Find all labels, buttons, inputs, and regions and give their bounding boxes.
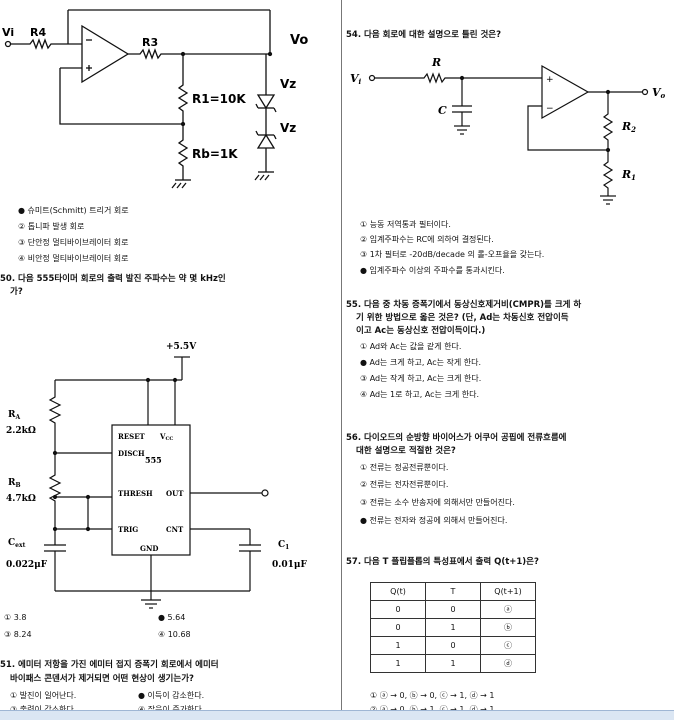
q51-title: 51. 에미터 저항을 가진 에미터 접지 증폭기 회로에서 에미터	[0, 660, 219, 670]
q50-option-2[interactable]: ● 5.64	[158, 613, 186, 622]
label-vcc: +5.5V	[166, 342, 197, 352]
q50-option-1[interactable]: ① 3.8	[4, 613, 27, 622]
q49-option-2[interactable]: ② 톱니파 발생 회로	[18, 222, 85, 231]
q49-option-3[interactable]: ③ 단안정 멀티바이브레이터 회로	[18, 238, 129, 247]
label-c: C	[438, 104, 447, 117]
q54-option-3[interactable]: ③ 1차 필터로 -20dB/decade 의 롤-오프율을 갖는다.	[360, 250, 545, 259]
q55-option-3[interactable]: ③ Ad는 작게 하고, Ac는 크게 한다.	[360, 374, 482, 383]
table-header-row: Q(t) T Q(t+1)	[370, 582, 536, 601]
table-cell: ⓒ	[480, 636, 536, 655]
label-vo: Vo	[652, 86, 666, 100]
label-vz1: Vz	[280, 77, 296, 91]
chip-555: 555	[145, 455, 162, 465]
pin-trig: TRIG	[118, 525, 138, 534]
table-row: 0 1 ⓑ	[370, 618, 536, 637]
label-r1: R1	[621, 168, 636, 182]
q54-option-1[interactable]: ① 능동 저역통과 필터이다.	[360, 220, 451, 229]
schmitt-trigger-circuit: Vi R4 R3 Vo R1=10K Rb=1K Vz Vz	[2, 9, 308, 189]
table-row: 1 0 ⓒ	[370, 636, 536, 655]
q51-option-1[interactable]: ① 발진이 일어난다.	[10, 691, 77, 700]
label-ra-value: 2.2kΩ	[6, 426, 36, 436]
table-cell: ⓓ	[480, 654, 536, 673]
label-cext: Cext	[8, 538, 26, 549]
label-r2: Rb=1K	[192, 147, 238, 161]
label-c1-value: 0.01μF	[272, 560, 308, 570]
q57-option-2[interactable]: ② ⓐ → 0, ⓑ → 1, ⓒ → 1, ⓓ → 1	[370, 705, 495, 710]
table-cell: 0	[425, 600, 481, 619]
q54-option-2[interactable]: ② 임계주파수는 RC에 의하여 결정된다.	[360, 235, 494, 244]
label-c1: C1	[278, 540, 289, 551]
q55-option-1[interactable]: ① Ad와 Ac는 값을 같게 한다.	[360, 342, 462, 351]
label-vz2: Vz	[280, 121, 296, 135]
timer-555-circuit: +5.5V RA 2.2kΩ RB 4.7kΩ Cext 0.022μF C1 …	[6, 342, 308, 609]
q50-title-cont: 가?	[10, 287, 23, 297]
q56-option-2[interactable]: ② 전류는 전자전류뿐이다.	[360, 480, 449, 489]
table-header-qt1: Q(t+1)	[480, 582, 536, 601]
table-cell: 1	[425, 654, 481, 673]
q55-option-2[interactable]: ● Ad는 크게 하고, Ac는 작게 한다.	[360, 358, 482, 367]
q55-option-4[interactable]: ④ Ad는 1로 하고, Ac는 크게 한다.	[360, 390, 479, 399]
q57-option-1[interactable]: ① ⓐ → 0, ⓑ → 0, ⓒ → 1, ⓓ → 1	[370, 691, 495, 700]
table-row: 0 0 ⓐ	[370, 600, 536, 619]
viewer-bottom-bar	[0, 710, 674, 720]
label-r1: R1=10K	[192, 92, 246, 106]
column-divider	[341, 0, 342, 710]
table-row: 1 1 ⓓ	[370, 654, 536, 673]
table-cell: 1	[370, 636, 426, 655]
table-cell: ⓐ	[480, 600, 536, 619]
pin-out: OUT	[166, 489, 184, 498]
q56-title: 56. 다이오드의 순방향 바이어스가 어쿠어 공핍에 전류흐름에	[346, 433, 567, 443]
label-ra: RA	[8, 410, 20, 421]
pin-disch: DISCH	[118, 449, 145, 458]
lowpass-filter-circuit: + − Vi R C Vo R2 R1	[350, 56, 666, 205]
pin-vcc: VCC	[159, 432, 173, 442]
pin-cnt: CNT	[166, 525, 184, 534]
q55-title-cont2: 이고 Ac는 동상신호 전압이득이다.)	[356, 326, 486, 336]
q50-option-3[interactable]: ③ 8.24	[4, 630, 32, 639]
q55-title: 55. 다음 중 차동 증폭기에서 동상신호제거비(CMPR)를 크게 하	[346, 300, 582, 310]
pin-thresh: THRESH	[118, 489, 153, 498]
q51-title-cont: 바이패스 콘덴서가 제거되면 어떤 현상이 생기는가?	[10, 674, 194, 684]
table-cell: ⓑ	[480, 618, 536, 637]
label-vi: Vi	[350, 72, 362, 86]
label-r3: R3	[142, 36, 158, 49]
label-vo: Vo	[290, 33, 308, 48]
q54-option-4[interactable]: ● 임계주파수 이상의 주파수를 통과시킨다.	[360, 266, 505, 275]
q56-option-1[interactable]: ① 전류는 정공전류뿐이다.	[360, 463, 449, 472]
q56-option-4[interactable]: ● 전류는 전자와 정공에 의해서 만들어진다.	[360, 516, 508, 525]
q51-option-3[interactable]: ③ 출력이 감소한다.	[10, 705, 77, 710]
label-r2: R2	[621, 120, 636, 134]
label-vi: Vi	[2, 26, 14, 39]
label-r4: R4	[30, 26, 46, 39]
label-cext-value: 0.022μF	[6, 560, 48, 570]
q51-option-2[interactable]: ● 이득이 감소한다.	[138, 691, 205, 700]
q57-title: 57. 다음 T 플립플롭의 특성표에서 출력 Q(t+1)은?	[346, 557, 539, 567]
opamp-plus: +	[546, 75, 554, 85]
q56-title-cont: 대한 설명으로 적절한 것은?	[356, 446, 456, 456]
q55-title-cont: 기 위한 방법으로 옳은 것은? (단, Ad는 차동신호 전압이득	[356, 313, 569, 323]
table-cell: 0	[370, 600, 426, 619]
q51-option-4[interactable]: ④ 잡음이 증가한다.	[138, 705, 205, 710]
q49-option-1[interactable]: ● 슈미트(Schmitt) 트리거 회로	[18, 206, 129, 215]
q56-option-3[interactable]: ③ 전류는 소수 반송자에 의해서만 만들어진다.	[360, 498, 515, 507]
pin-reset: RESET	[118, 432, 146, 441]
q49-option-4[interactable]: ④ 비안정 멀티바이브레이터 회로	[18, 254, 129, 263]
table-cell: 1	[370, 654, 426, 673]
q54-title: 54. 다음 회로에 대한 설명으로 틀린 것은?	[346, 30, 502, 40]
label-r: R	[431, 56, 441, 69]
label-rb-value: 4.7kΩ	[6, 494, 36, 504]
opamp-minus: −	[546, 104, 554, 114]
q50-option-4[interactable]: ④ 10.68	[158, 630, 191, 639]
q50-title: 50. 다음 555타이머 회로의 출력 발진 주파수는 약 몇 kHz인	[0, 274, 226, 284]
table-cell: 0	[370, 618, 426, 637]
t-flipflop-table: Q(t) T Q(t+1) 0 0 ⓐ 0 1 ⓑ 1 0 ⓒ 1 1 ⓓ	[370, 582, 536, 673]
table-cell: 0	[425, 636, 481, 655]
table-header-qt: Q(t)	[370, 582, 426, 601]
label-rb: RB	[8, 478, 21, 489]
pin-gnd: GND	[140, 544, 158, 553]
table-header-t: T	[425, 582, 481, 601]
table-cell: 1	[425, 618, 481, 637]
